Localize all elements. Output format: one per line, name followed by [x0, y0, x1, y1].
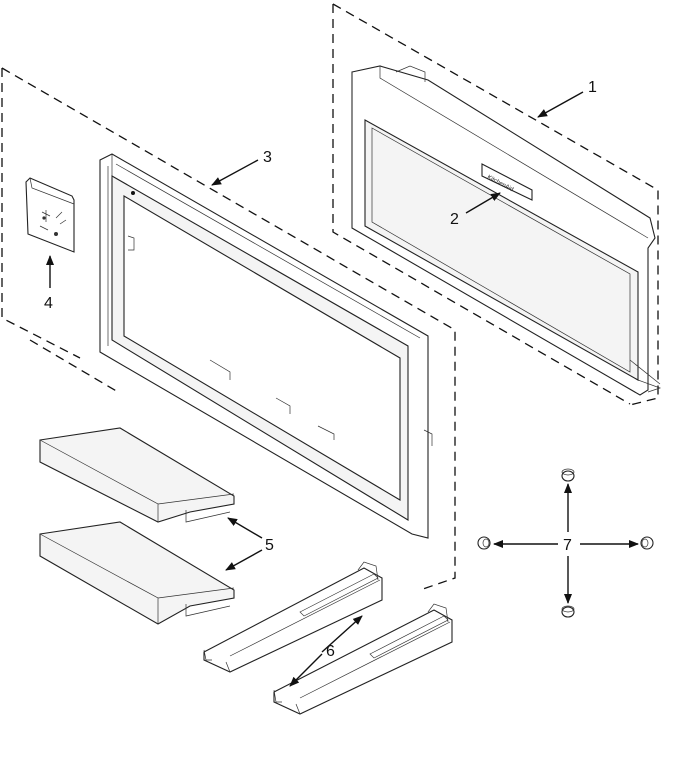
callout-1: 1: [588, 79, 597, 96]
group-outline-upper-right: [332, 3, 659, 406]
arrow-6a: [321, 615, 363, 653]
bumper-bottom: [561, 605, 575, 618]
side-panel-upper: [39, 427, 235, 523]
arrow-6b: [289, 653, 323, 687]
bumper-left: [477, 536, 491, 550]
group-outline-left: [1, 67, 456, 591]
rear-trim-panel: [351, 65, 662, 396]
arrow-5b: [225, 549, 263, 571]
callout-3: 3: [263, 149, 272, 166]
callout-6: 6: [326, 643, 335, 660]
hardware-bag: [25, 177, 75, 253]
arrow-1: [537, 91, 584, 118]
mounting-rail-lower: [273, 603, 453, 715]
front-trim-frame: [99, 153, 433, 539]
callout-4: 4: [44, 295, 53, 312]
callout-labels: 1 2 3 4 5 6 7: [44, 79, 597, 660]
arrow-5a: [227, 517, 263, 539]
side-panel-lower: [39, 521, 235, 625]
arrow-2: [465, 192, 501, 214]
callout-arrows: [46, 91, 639, 687]
bumper-top: [561, 468, 575, 482]
callout-7: 7: [563, 537, 572, 554]
callout-2: 2: [450, 211, 459, 228]
mounting-rail-upper: [203, 561, 383, 673]
bumper-right: [640, 536, 654, 550]
callout-5: 5: [265, 537, 274, 554]
arrow-3: [211, 159, 259, 186]
